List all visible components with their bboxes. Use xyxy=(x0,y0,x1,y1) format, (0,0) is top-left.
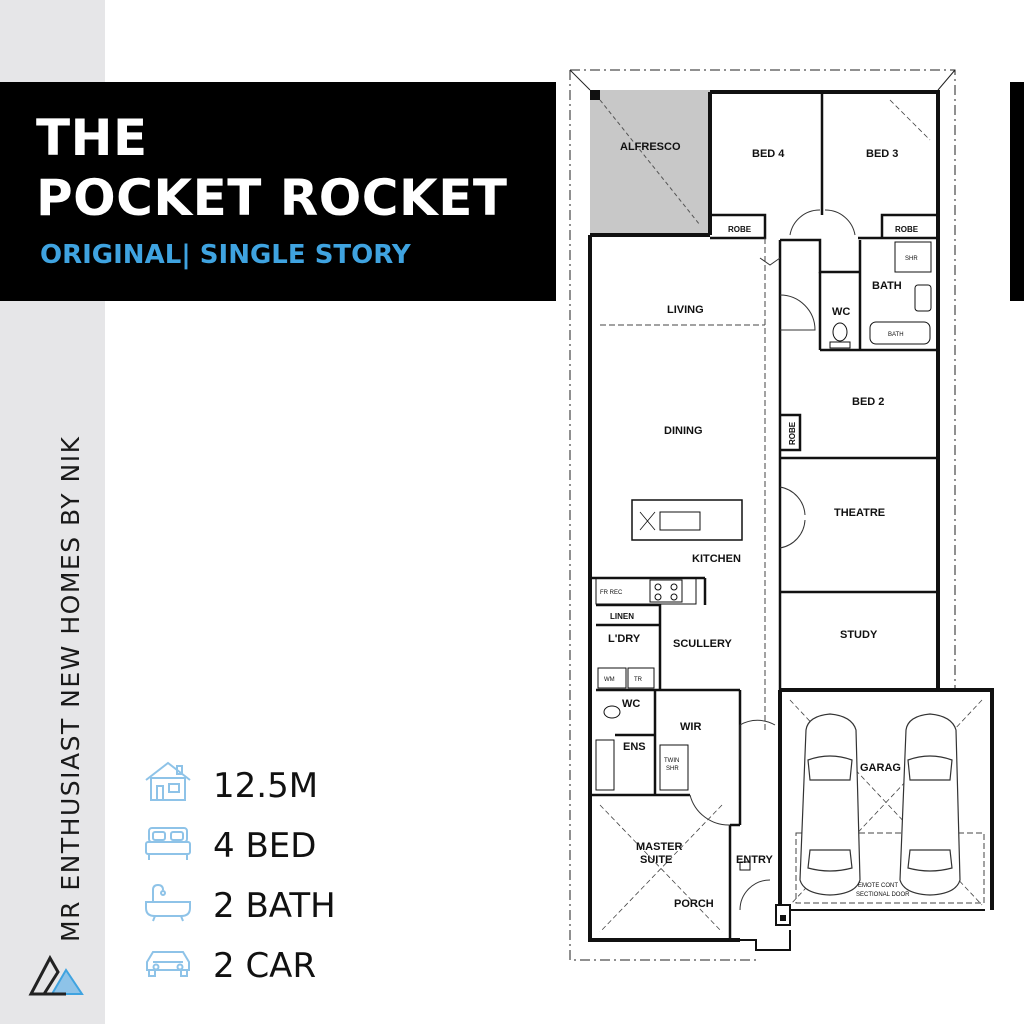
toilet-ensuite xyxy=(603,705,621,719)
toilet-main-cistern xyxy=(829,341,851,349)
bed3-diagonal xyxy=(889,99,931,141)
cooktop xyxy=(649,579,683,603)
room-theatre: THEATRE xyxy=(834,507,885,519)
room-bath: BATH xyxy=(872,280,902,292)
ensuite-vanity xyxy=(595,739,615,791)
room-bath-tub: BATH xyxy=(888,332,904,338)
burner-4 xyxy=(670,593,678,601)
trough xyxy=(627,667,655,689)
room-alfresco: ALFRESCO xyxy=(620,141,681,153)
room-fr-rec: FR REC xyxy=(600,590,623,596)
master-diagonal-2 xyxy=(599,804,723,933)
room-wir: WIR xyxy=(680,721,701,733)
bed-icon xyxy=(145,827,191,860)
stat-cars: 2 CAR xyxy=(143,940,403,988)
boundary-corner-right xyxy=(937,69,956,91)
vanity-basin xyxy=(914,284,932,312)
room-wc-ensuite: WC xyxy=(622,698,640,710)
room-robe-bed2: ROBE xyxy=(788,421,797,445)
boundary-corner-left xyxy=(569,69,591,91)
bathtub-icon xyxy=(145,883,191,922)
right-accent-bar xyxy=(1010,82,1024,301)
room-tr: TR xyxy=(634,677,643,683)
house-icon xyxy=(145,761,191,801)
room-twin-shr-1: TWIN xyxy=(664,758,679,764)
title-box: THE POCKET ROCKET ORIGINAL| SINGLE STORY xyxy=(0,82,556,301)
room-porch: PORCH xyxy=(674,898,714,910)
room-study: STUDY xyxy=(840,629,878,641)
garage-door-track xyxy=(795,832,985,904)
title-line-1: THE xyxy=(36,109,148,167)
room-robe-bed4: ROBE xyxy=(728,225,752,234)
room-bed3: BED 3 xyxy=(866,148,898,160)
room-bed2: BED 2 xyxy=(852,396,884,408)
door-swings xyxy=(689,209,856,911)
exterior-walls xyxy=(588,90,940,942)
room-robe-bed3: ROBE xyxy=(895,225,919,234)
room-twin-shr-2: SHR xyxy=(666,766,679,772)
room-garage: GARAG xyxy=(860,762,901,774)
stat-baths: 2 BATH xyxy=(143,880,403,928)
room-entry: ENTRY xyxy=(736,854,774,866)
stat-baths-label: 2 BATH xyxy=(213,886,336,926)
room-wm: WM xyxy=(604,677,615,683)
floor-plan: ALFRESCO BED 4 BED 3 ROBE ROBE SHR BATH … xyxy=(569,69,994,961)
stat-beds: 4 BED xyxy=(143,820,403,868)
car-right-icon xyxy=(899,713,961,896)
garage-pier-post xyxy=(780,915,786,921)
toilet-main xyxy=(832,322,848,342)
room-shr: SHR xyxy=(905,256,918,262)
kitchen-bench xyxy=(595,577,697,605)
garage-pier xyxy=(775,904,791,926)
room-linen: LINEN xyxy=(610,612,634,621)
room-master-2: SUITE xyxy=(640,854,672,866)
twin-shower xyxy=(659,744,689,791)
room-wc-main: WC xyxy=(832,306,850,318)
subtitle: ORIGINAL| SINGLE STORY xyxy=(40,240,411,270)
brand-vertical-text: MR ENTHUSIAST NEW HOMES BY NIK xyxy=(56,435,85,942)
room-master-1: MASTER xyxy=(636,841,683,853)
room-kitchen: KITCHEN xyxy=(692,553,741,565)
washing-machine xyxy=(597,667,627,689)
kitchen-island xyxy=(631,499,743,541)
shower-fixture xyxy=(894,241,932,273)
island-mark-2 xyxy=(639,511,656,531)
room-bed4: BED 4 xyxy=(752,148,785,160)
triangle-mountain-logo-icon xyxy=(28,954,84,996)
garage-walls xyxy=(778,688,994,910)
ceiling-lines xyxy=(600,238,766,730)
room-laundry: L'DRY xyxy=(608,633,641,645)
room-scullery: SCULLERY xyxy=(673,638,733,650)
car-icon xyxy=(146,951,190,977)
title-line-2: POCKET ROCKET xyxy=(36,169,508,227)
room-dining: DINING xyxy=(664,425,703,437)
stat-cars-label: 2 CAR xyxy=(213,946,317,986)
alfresco-post xyxy=(590,90,600,100)
bathtub-fixture xyxy=(869,321,931,345)
kitchen-sink xyxy=(659,511,701,531)
room-living: LIVING xyxy=(667,304,704,316)
room-ens: ENS xyxy=(623,741,646,753)
stat-frontage-label: 12.5M xyxy=(213,766,319,806)
garage-door-label-2: SECTIONAL DOOR xyxy=(856,892,910,898)
burner-3 xyxy=(654,593,662,601)
burner-2 xyxy=(670,583,678,591)
stat-frontage: 12.5M xyxy=(143,760,403,808)
burner-1 xyxy=(654,583,662,591)
entry-arrow xyxy=(759,257,781,266)
stat-beds-label: 4 BED xyxy=(213,826,317,866)
car-left-icon xyxy=(799,713,861,896)
porch-step xyxy=(740,930,791,951)
garage-door-label-1: EMOTE CONT xyxy=(858,883,898,889)
alfresco-diagonal xyxy=(599,99,701,226)
entry-pier xyxy=(739,861,751,871)
